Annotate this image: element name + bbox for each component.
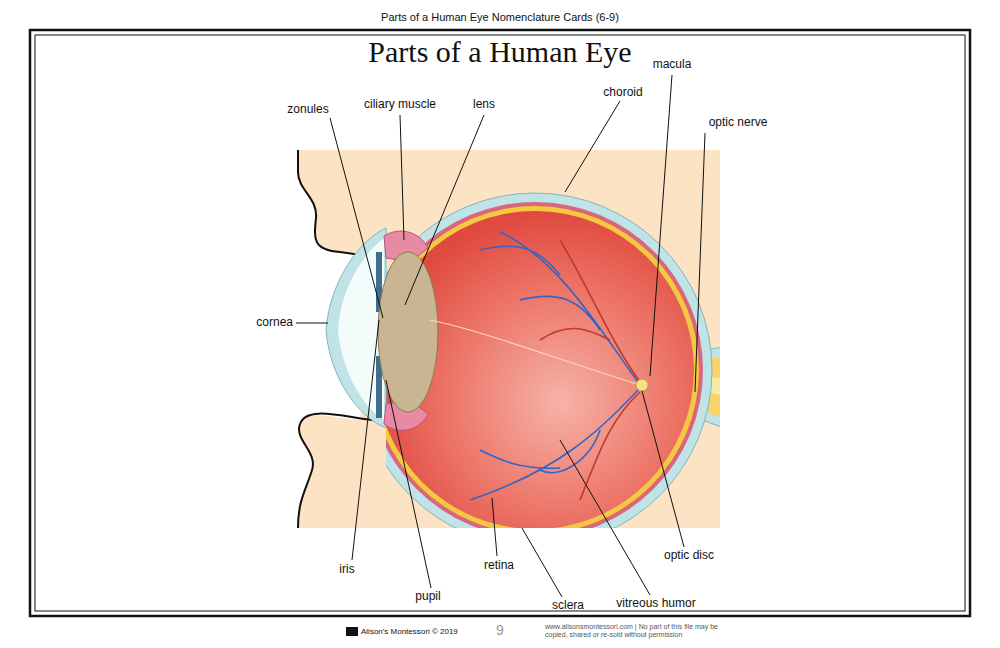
page-number: 9 [496,622,504,638]
upper-lid-profile [298,150,368,256]
hyaloid-line [430,320,640,385]
vitreous-shape [386,211,694,528]
cornea-shape [326,228,386,428]
part-label: optic nerve [709,116,768,130]
choroid-shape [386,202,703,528]
leader-line [560,440,650,595]
outer-border [30,30,970,616]
globe [386,193,712,528]
lower-lid-profile [298,414,372,528]
leader-lines [296,75,705,597]
part-label: zonules [287,103,328,117]
part-label: sclera [552,599,584,613]
vein [480,232,640,385]
part-label: retina [484,559,514,573]
leader-line [386,380,431,588]
lens-shape [378,252,438,412]
part-label: iris [339,563,354,577]
artery [540,240,640,500]
leader-line [650,75,672,376]
anterior-chamber [338,238,384,420]
part-label: optic disc [664,549,714,563]
leader-line [296,323,328,324]
leader-line [695,133,705,392]
part-label: macula [653,58,692,72]
part-label: pupil [415,590,440,604]
leader-line [352,320,379,560]
leader-line [522,528,562,597]
part-label: ciliary muscle [364,98,436,112]
inner-border [35,35,965,611]
retina-shape [386,206,699,528]
part-label: lens [473,98,495,112]
part-label: choroid [603,86,642,100]
part-label: vitreous humor [616,597,695,611]
leader-line [400,115,404,240]
permission-note: www.alisonsmontessori.com | No part of t… [545,623,720,639]
leader-line [565,101,620,192]
leader-line [492,498,497,556]
leader-line [330,118,383,318]
blood-vessels [430,232,640,500]
copyright-note: Alison's Montessori © 2019 [361,627,458,636]
logo-mark [346,627,358,636]
page-header: Parts of a Human Eye Nomenclature Cards … [381,11,619,24]
sclera-shape [386,193,712,528]
leader-line [405,115,484,305]
leader-line [642,391,684,547]
part-label: cornea [256,316,293,330]
vein [470,388,640,500]
optic-disc-shape [636,379,648,391]
diagram-title: Parts of a Human Eye [368,35,631,69]
